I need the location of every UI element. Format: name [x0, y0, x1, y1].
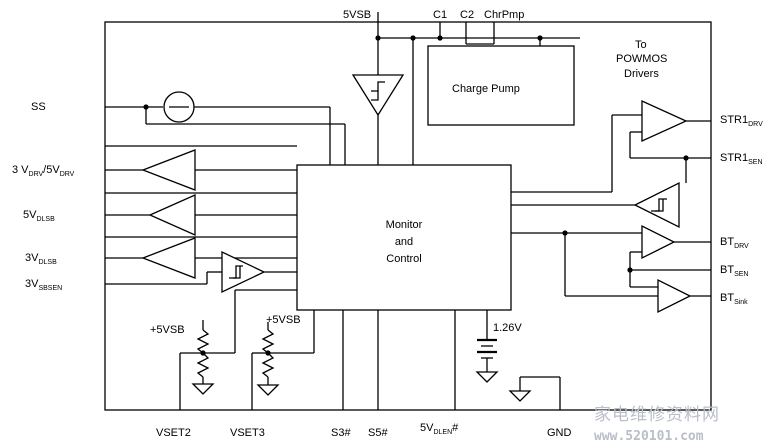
ground-icon — [475, 371, 499, 383]
hysteresis-symbol — [233, 266, 241, 279]
hysteresis-symbol — [371, 81, 385, 92]
vset2-resistor-bottom — [196, 352, 210, 378]
str1sen-comparator — [633, 181, 680, 229]
ground-icon — [191, 383, 215, 395]
v5dlsb-label: 5VDLSB — [23, 209, 55, 223]
vset2-label: VSET2 — [156, 427, 191, 439]
gnd-label: GND — [547, 427, 572, 439]
btdrv-label: BTDRV — [720, 236, 749, 250]
s3-label: S3# — [331, 427, 351, 439]
vset3-label: VSET3 — [230, 427, 265, 439]
powmos-label: POWMOS — [616, 53, 667, 65]
btsink-label: BTSink — [720, 292, 748, 306]
c1-label: C1 — [433, 9, 447, 21]
monitor-label: and — [395, 236, 413, 248]
v3dlsb-label: 3VDLSB — [25, 252, 57, 266]
monitor-label: Monitor — [386, 219, 423, 231]
vsb-b-label: +5VSB — [266, 314, 301, 326]
vset2-resistor-top — [196, 329, 210, 354]
s5-label: S5# — [368, 427, 388, 439]
v3sbsen-label: 3VSBSEN — [25, 278, 62, 292]
monitor-label: Control — [386, 253, 421, 265]
watermark-url: www.520101.com — [594, 429, 704, 444]
charge-pump-block — [427, 45, 575, 126]
junction-dot — [375, 35, 381, 41]
watermark-cn: 家电维修资料网 — [594, 405, 720, 425]
hysteresis-symbol — [371, 91, 379, 101]
ground-icon — [256, 384, 280, 396]
vset3-resistor-top — [261, 329, 275, 354]
ref-label: 1.26V — [493, 322, 522, 334]
ss-label: SS — [31, 101, 46, 113]
drivers-label: Drivers — [624, 68, 659, 80]
v3sbsen-comparator — [221, 250, 266, 294]
chip-outline — [104, 21, 712, 411]
v3dlsb-amplifier — [141, 237, 196, 279]
c2-label: C2 — [460, 9, 474, 21]
monitor-control-block — [296, 164, 512, 311]
vsb-label: 5VSB — [343, 9, 371, 21]
v5dlen-label: 5VDLEN# — [420, 422, 459, 436]
v5dlsb-amplifier — [148, 193, 196, 237]
vsb-a-label: +5VSB — [150, 324, 185, 336]
str1sen-label: STR1SEN — [720, 152, 763, 166]
charge-pump-label: Charge Pump — [452, 83, 520, 95]
to-label: To — [635, 39, 647, 51]
junction-dot — [437, 35, 443, 41]
v3drv-amplifier — [141, 149, 196, 191]
vset3-resistor-bottom — [261, 352, 275, 378]
hysteresis-symbol — [655, 199, 664, 212]
ground-icon — [508, 390, 532, 402]
btsen-label: BTSEN — [720, 264, 748, 278]
btdrv-amplifier — [641, 224, 676, 260]
str1drv-label: STR1DRV — [720, 114, 763, 128]
chrpmp-label: ChrPmp — [484, 9, 524, 21]
v3drv-label: 3 VDRV/5VDRV — [12, 164, 75, 178]
btsink-amplifier — [657, 278, 692, 314]
str1drv-amplifier — [641, 99, 688, 143]
